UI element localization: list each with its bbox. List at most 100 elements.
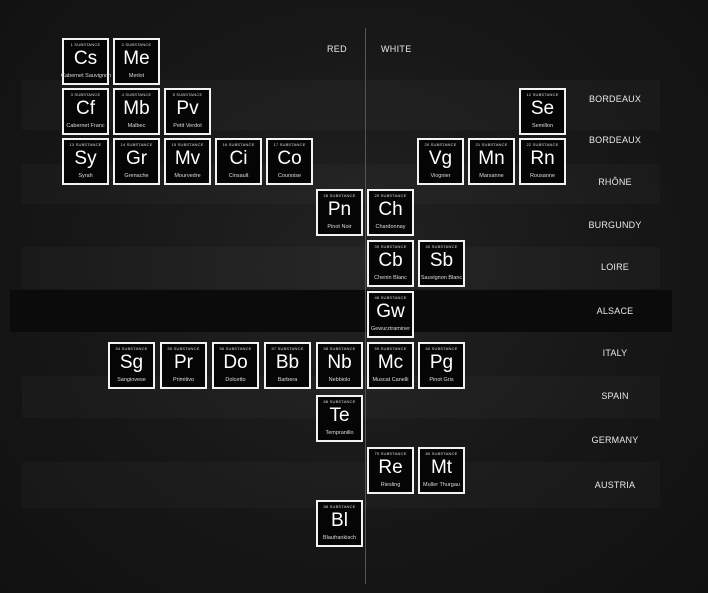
element-tile-sauvignon-blanc[interactable]: 40 SUBSTANCE Sb Sauvignon Blanc — [418, 240, 465, 287]
tile-name: Semillon — [531, 123, 554, 129]
tile-name: Marsanne — [479, 173, 504, 179]
tile-name: Counoise — [277, 173, 302, 179]
tile-substance: 57 SUBSTANCE — [271, 346, 304, 351]
element-tile-chenin-blanc[interactable]: 39 SUBSTANCE Cb Chenin Blanc — [367, 240, 414, 287]
region-label: AUSTRIA — [594, 480, 636, 490]
tile-name: Muscat Canelli — [372, 377, 409, 383]
element-tile-muller-thurgau[interactable]: 80 SUBSTANCE Mt Muller Thurgau — [418, 447, 465, 494]
tile-substance: 15 SUBSTANCE — [171, 142, 204, 147]
tile-substance: 3 SUBSTANCE — [70, 92, 101, 97]
tile-substance: 17 SUBSTANCE — [273, 142, 306, 147]
tile-symbol: Ch — [378, 199, 403, 220]
tile-symbol: Cb — [378, 250, 403, 271]
tile-substance: 59 SUBSTANCE — [374, 346, 407, 351]
tile-substance: 29 SUBSTANCE — [374, 193, 407, 198]
element-tile-dolcetto[interactable]: 56 SUBSTANCE Do Dolcetto — [212, 342, 259, 389]
tile-name: Muller Thurgau — [423, 482, 460, 488]
tile-name: Petit Verdot — [173, 123, 202, 129]
element-tile-barbera[interactable]: 57 SUBSTANCE Bb Barbera — [264, 342, 311, 389]
tile-symbol: Sb — [429, 250, 454, 271]
tile-name: Blaufrankisch — [322, 535, 357, 541]
tile-name: Rousanne — [529, 173, 556, 179]
tile-symbol: Bl — [331, 510, 348, 531]
element-tile-nebbiolo[interactable]: 58 SUBSTANCE Nb Nebbiolo — [316, 342, 363, 389]
element-tile-pinot-gris[interactable]: 60 SUBSTANCE Pg Pinot Gris — [418, 342, 465, 389]
tile-symbol: Rn — [530, 148, 555, 169]
element-tile-mourvedre[interactable]: 15 SUBSTANCE Mv Mourvedre — [164, 138, 211, 185]
band-loire — [22, 247, 660, 289]
tile-substance: 80 SUBSTANCE — [425, 451, 458, 456]
region-label: BURGUNDY — [588, 220, 642, 230]
tile-name: Grenache — [124, 173, 149, 179]
element-tile-rousanne[interactable]: 22 SUBSTANCE Rn Rousanne — [519, 138, 566, 185]
tile-name: Dolcetto — [225, 377, 246, 383]
element-tile-blaufrankisch[interactable]: 88 SUBSTANCE Bl Blaufrankisch — [316, 500, 363, 547]
element-tile-pinot-noir[interactable]: 28 SUBSTANCE Pn Pinot Noir — [316, 189, 363, 236]
element-tile-sangiovese[interactable]: 54 SUBSTANCE Sg Sangiovese — [108, 342, 155, 389]
tile-substance: 54 SUBSTANCE — [115, 346, 148, 351]
tile-name: Chardonnay — [375, 224, 406, 230]
element-tile-syrah[interactable]: 13 SUBSTANCE Sy Syrah — [62, 138, 109, 185]
element-tile-muscat-canelli[interactable]: 59 SUBSTANCE Mc Muscat Canelli — [367, 342, 414, 389]
element-tile-viognier[interactable]: 20 SUBSTANCE Vg Viognier — [417, 138, 464, 185]
tile-substance: 79 SUBSTANCE — [374, 451, 407, 456]
tile-substance: 68 SUBSTANCE — [323, 399, 356, 404]
tile-substance: 16 SUBSTANCE — [222, 142, 255, 147]
element-tile-marsanne[interactable]: 21 SUBSTANCE Mn Marsanne — [468, 138, 515, 185]
element-tile-cinsault[interactable]: 16 SUBSTANCE Ci Cinsault — [215, 138, 262, 185]
tile-substance: 2 SUBSTANCE — [121, 42, 152, 47]
element-tile-merlot[interactable]: 2 SUBSTANCE Me Merlot — [113, 38, 160, 85]
element-tile-riesling[interactable]: 79 SUBSTANCE Re Riesling — [367, 447, 414, 494]
tile-substance: 48 SUBSTANCE — [374, 295, 407, 300]
tile-name: Cinsault — [228, 173, 249, 179]
tile-substance: 88 SUBSTANCE — [323, 504, 356, 509]
element-tile-primitivo[interactable]: 55 SUBSTANCE Pr Primitivo — [160, 342, 207, 389]
tile-substance: 55 SUBSTANCE — [167, 346, 200, 351]
element-tile-tempranillo[interactable]: 68 SUBSTANCE Te Tempranillo — [316, 395, 363, 442]
element-tile-chardonnay[interactable]: 29 SUBSTANCE Ch Chardonnay — [367, 189, 414, 236]
tile-symbol: Cs — [73, 48, 98, 69]
tile-symbol: Gw — [376, 301, 405, 322]
element-tile-gewurztraminer[interactable]: 48 SUBSTANCE Gw Gewurztraminer — [367, 291, 414, 338]
tile-name: Sauvignon Blanc — [420, 275, 463, 281]
tile-symbol: Nb — [327, 352, 352, 373]
tile-name: Cabernet Sauvignon — [61, 73, 112, 79]
tile-name: Pinot Noir — [327, 224, 352, 230]
element-tile-counoise[interactable]: 17 SUBSTANCE Co Counoise — [266, 138, 313, 185]
tile-symbol: Re — [378, 457, 403, 478]
element-tile-cabernet-franc[interactable]: 3 SUBSTANCE Cf Cabernet Franc — [62, 88, 109, 135]
tile-substance: 12 SUBSTANCE — [526, 92, 559, 97]
tile-substance: 58 SUBSTANCE — [323, 346, 356, 351]
tile-symbol: Pr — [174, 352, 193, 373]
region-label: ITALY — [602, 348, 628, 358]
tile-name: Syrah — [78, 173, 93, 179]
element-tile-malbec[interactable]: 4 SUBSTANCE Mb Malbec — [113, 88, 160, 135]
tile-substance: 56 SUBSTANCE — [219, 346, 252, 351]
tile-name: Barbera — [277, 377, 298, 383]
region-label: SPAIN — [601, 391, 629, 401]
tile-symbol: Mc — [377, 352, 404, 373]
element-tile-cabernet-sauvignon[interactable]: 1 SUBSTANCE Cs Cabernet Sauvignon — [61, 38, 112, 85]
tile-name: Riesling — [380, 482, 401, 488]
region-label: BORDEAUX — [588, 135, 642, 145]
tile-symbol: Mt — [430, 457, 453, 478]
band-alsace — [10, 290, 672, 332]
element-tile-petit-verdot[interactable]: 5 SUBSTANCE Pv Petit Verdot — [164, 88, 211, 135]
tile-name: Cabernet Franc — [66, 123, 105, 129]
tile-substance: 39 SUBSTANCE — [374, 244, 407, 249]
tile-symbol: Te — [329, 405, 350, 426]
element-tile-grenache[interactable]: 14 SUBSTANCE Gr Grenache — [113, 138, 160, 185]
region-label: BORDEAUX — [588, 94, 642, 104]
tile-symbol: Mn — [478, 148, 505, 169]
tile-name: Tempranillo — [325, 430, 354, 436]
element-tile-semillon[interactable]: 12 SUBSTANCE Se Semillon — [519, 88, 566, 135]
tile-substance: 28 SUBSTANCE — [323, 193, 356, 198]
tile-substance: 5 SUBSTANCE — [172, 92, 203, 97]
tile-name: Pinot Gris — [429, 377, 454, 383]
tile-substance: 22 SUBSTANCE — [526, 142, 559, 147]
column-label-red: RED — [327, 44, 347, 54]
tile-symbol: Cf — [76, 98, 95, 119]
region-label: RHÔNE — [598, 177, 632, 187]
tile-symbol: Bb — [275, 352, 300, 373]
region-label: LOIRE — [600, 262, 629, 272]
